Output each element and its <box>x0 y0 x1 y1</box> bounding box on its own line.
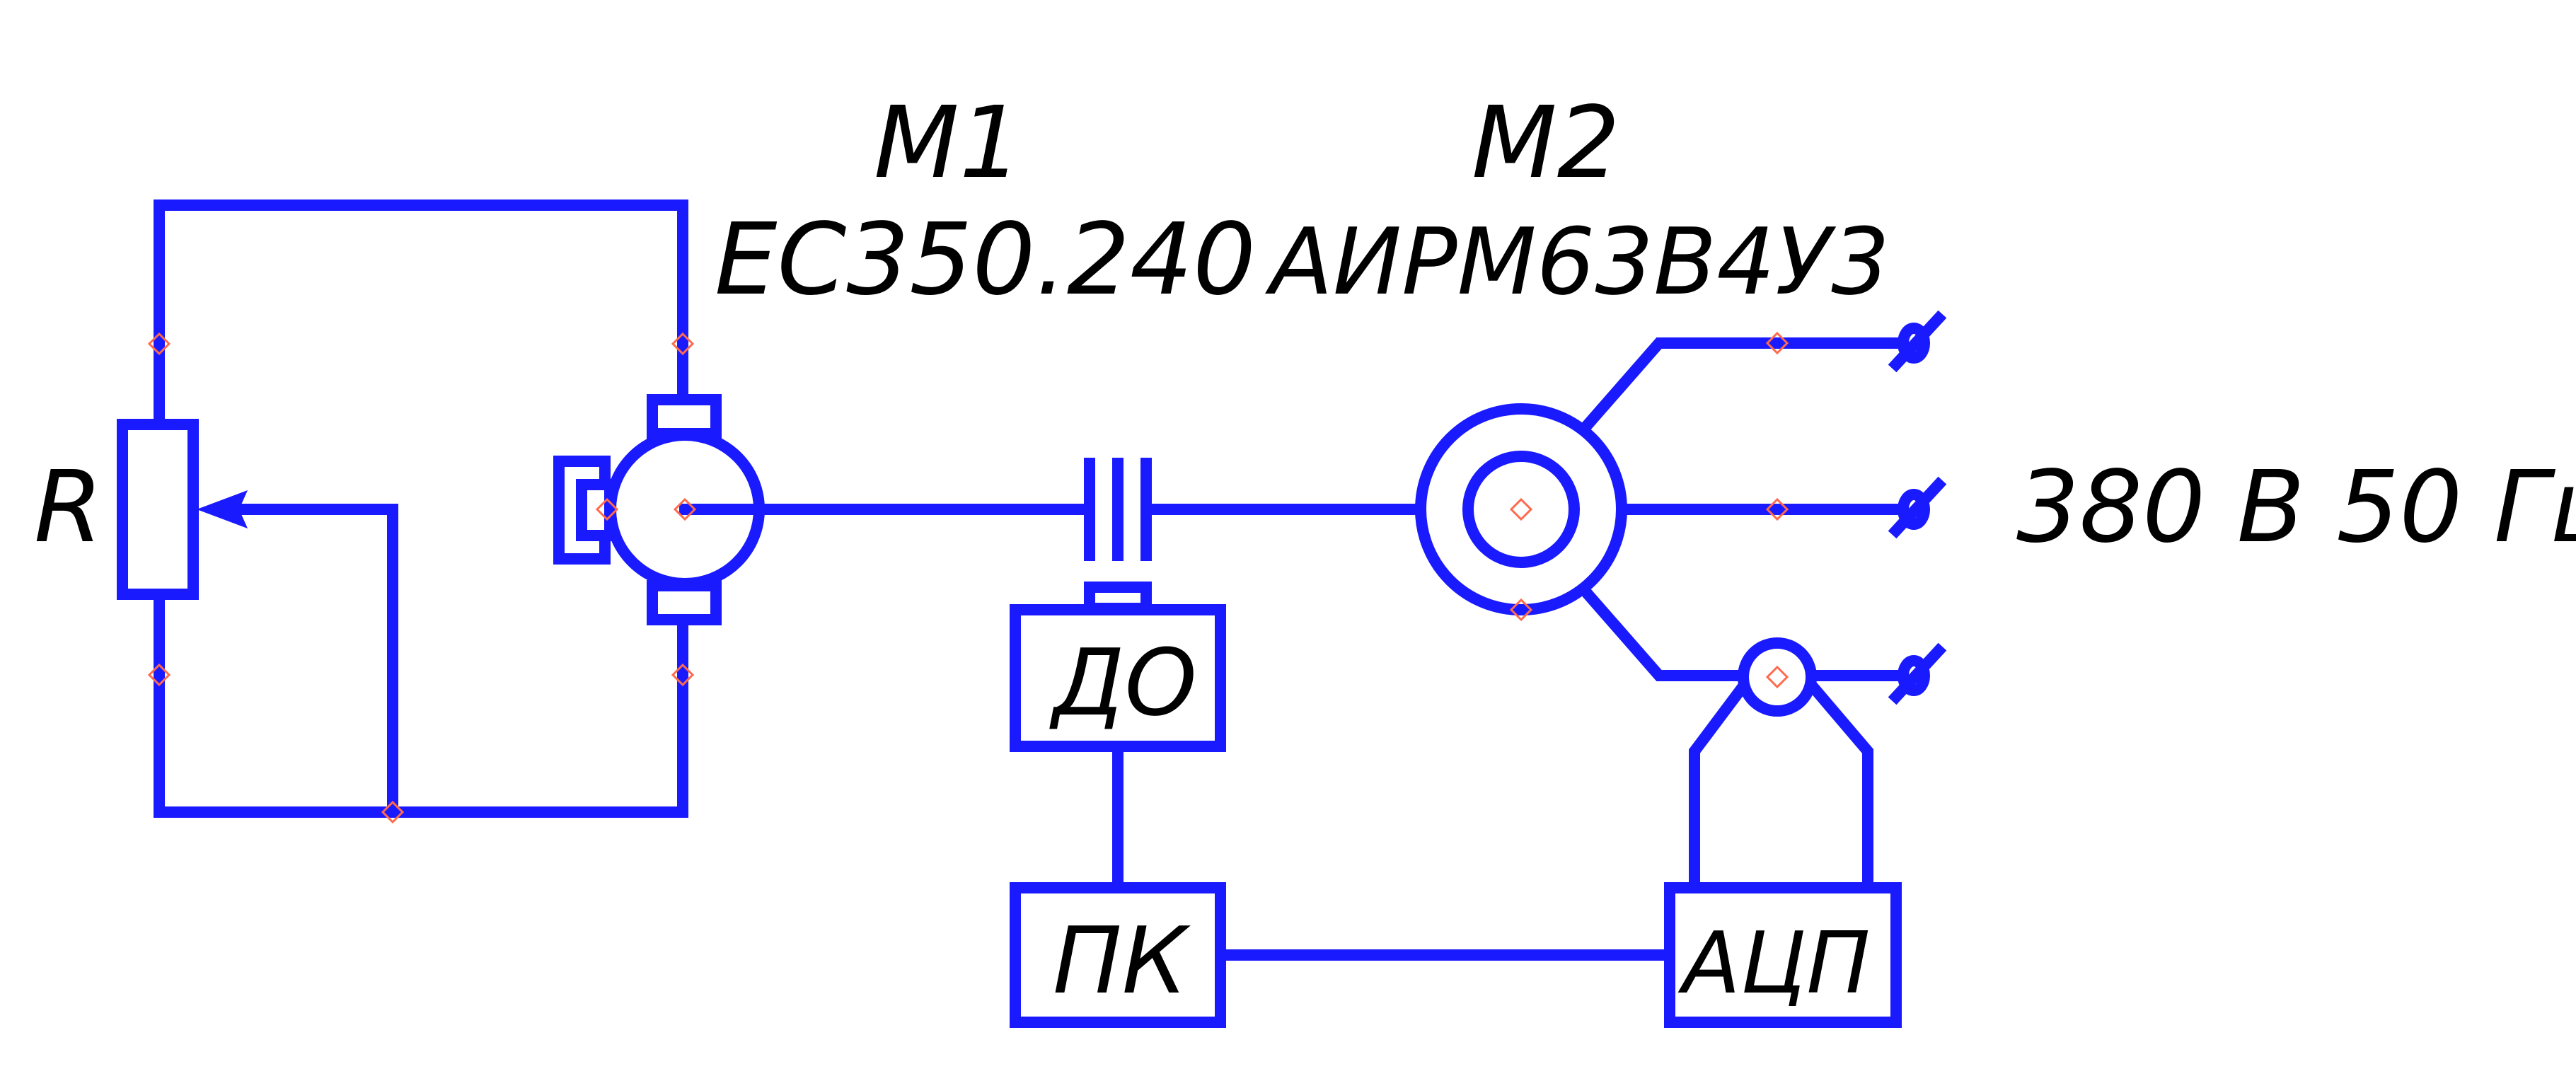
motor1-model: EC350.240 <box>715 202 1256 318</box>
motor1-name: M1 <box>874 86 1022 201</box>
wire-current-sensor <box>1689 672 1873 893</box>
pc-block: ПК <box>1010 882 1226 1028</box>
wire-resistor-loop <box>154 199 688 818</box>
supply-terminal-icon <box>1888 642 1947 705</box>
supply-label: 380 В 50 Гц <box>2016 450 2576 565</box>
resistor-circuit: R <box>34 199 688 818</box>
motor2-model: АИРМ63В4У3 <box>1265 208 1890 316</box>
motor2-name: M2 <box>1472 86 1620 201</box>
adc-block: АЦП <box>1664 882 1902 1028</box>
potentiometer-icon <box>117 419 199 600</box>
coupling-icon <box>1084 458 1152 561</box>
node-markers <box>147 331 1789 824</box>
sensor-block-label: ДО <box>1049 629 1197 736</box>
current-transformer-icon <box>1738 637 1817 717</box>
ac-motor-rotor <box>1462 451 1580 568</box>
ac-motor-m2 <box>1415 403 1627 615</box>
supply-terminal-icon <box>1888 310 1947 373</box>
wire-blocks <box>1112 741 1675 961</box>
supply-terminals <box>1888 310 1947 705</box>
brush-top <box>647 394 722 439</box>
sensor-block: ДО <box>1010 604 1226 752</box>
supply-terminal-icon <box>1888 476 1947 539</box>
adc-block-label: АЦП <box>1677 915 1871 1013</box>
pc-block-label: ПК <box>1053 907 1191 1014</box>
wire-phases <box>1576 337 1912 681</box>
resistor-label: R <box>34 450 103 565</box>
brush-bottom <box>647 580 722 625</box>
wire-wiper <box>228 504 398 818</box>
wiper-arrow-icon <box>197 490 248 528</box>
